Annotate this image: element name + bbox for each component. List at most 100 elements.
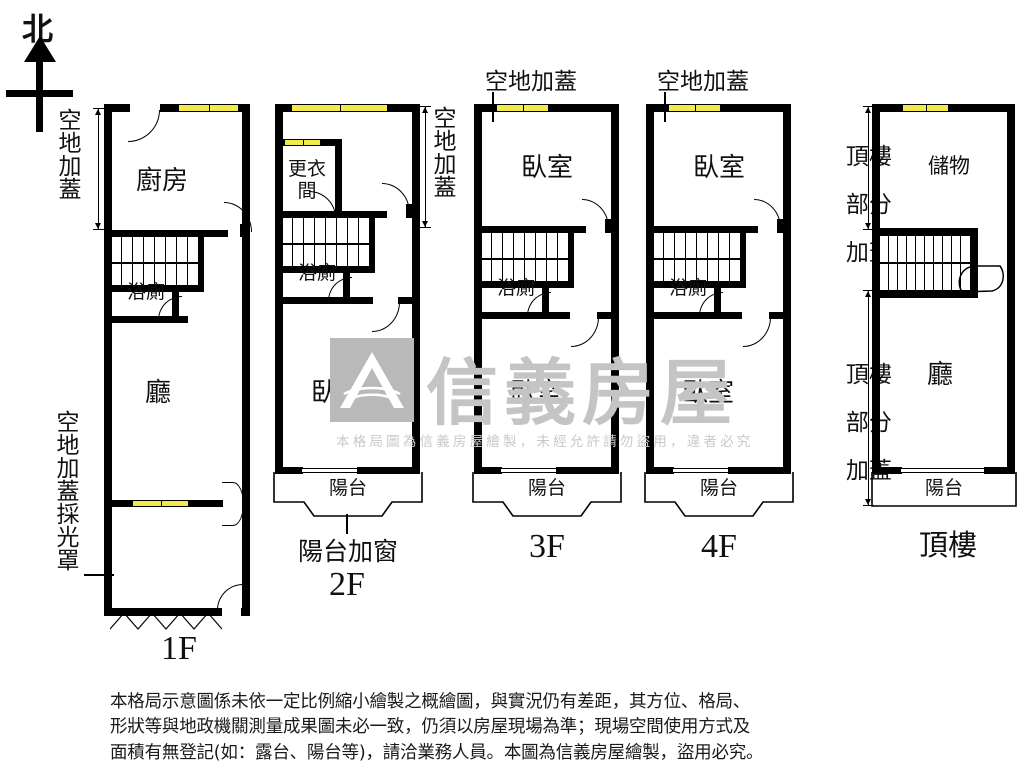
- room-label-living-1f: 廳: [144, 378, 171, 408]
- wall-3f-right: [611, 104, 619, 474]
- wall-roof-left: [872, 104, 880, 474]
- wall-1f-kitchen-bottom: [104, 230, 220, 237]
- wall-1f-living-divider-left: [104, 500, 134, 507]
- balcony-2f: [272, 472, 424, 518]
- balcony-roof: [870, 472, 1018, 508]
- annotation-line: 部分: [845, 191, 892, 218]
- wall-3f-hall-bottom: [558, 312, 570, 319]
- room-label-kitchen-1f: 廚房: [135, 166, 188, 196]
- wall-roof-top-right: [948, 104, 1015, 112]
- canopy-1f-skylight: [109, 612, 223, 630]
- floor-block-rooftop: 頂樓 部分 加蓋 頂樓 部分 加蓋: [802, 104, 1018, 562]
- floor-block-3f: 空地加蓋: [0, 0, 640, 600]
- room-label-bathroom-2f: 浴廁: [297, 262, 336, 284]
- wall-2f-bottom-left: [275, 467, 303, 474]
- room-label-line: 更衣: [287, 158, 326, 180]
- annotation-1f-vacant-cover: 空 地 加 蓋: [57, 110, 83, 202]
- room-label-bathroom-4f: 浴廁: [668, 277, 707, 299]
- annotation-3f-vacant-cover: 空地加蓋: [485, 69, 577, 95]
- room-label-bedroom-front-4f: 臥室: [692, 153, 745, 183]
- wall-1f-bath-bottom: [104, 316, 188, 323]
- annotation-char: 加: [56, 456, 80, 482]
- wall-2f-hall-bottom: [359, 297, 373, 304]
- room-label-line: 間: [297, 180, 317, 203]
- annotation-1f-skylight-cover: 空 地 加 蓋 採 光 罩: [55, 412, 81, 573]
- wall-roof-stairs-right: [970, 228, 978, 296]
- doorjamb-1f-entrance: [241, 608, 250, 616]
- wall-1f-top-left: [104, 104, 128, 112]
- floor-block-1f: 空 地 加 蓋 空 地 加 蓋 採 光 罩: [0, 0, 260, 680]
- wall-2f-hall-bottom2: [398, 297, 420, 304]
- annotation-line: 加蓋: [845, 457, 892, 484]
- annotation-char: 光: [56, 525, 80, 551]
- staircase-4f: [654, 233, 746, 285]
- wall-roof-top-left: [872, 104, 904, 112]
- room-label-bathroom-3f: 浴廁: [496, 277, 535, 299]
- floor-block-4f: 空地加蓋: [644, 69, 794, 565]
- floor-caption-3f: 3F: [529, 528, 565, 565]
- room-label-balcony-roof: 陽台: [924, 477, 963, 499]
- wall-4f-stairs-right: [740, 233, 746, 285]
- annotation-char: 蓋: [56, 479, 80, 505]
- dimension-roof-upper: [862, 106, 874, 230]
- annotation-char: 空: [58, 108, 82, 134]
- wall-2f-right: [412, 104, 420, 474]
- staircase-2f: [283, 218, 375, 270]
- room-label-storage-roof: 儲物: [928, 154, 970, 178]
- floor-caption-rooftop: 頂樓: [918, 528, 977, 562]
- wall-1f-stairs-right: [198, 237, 204, 289]
- wall-4f-stairs-top: [646, 226, 758, 233]
- north-arrow-icon: [6, 36, 88, 137]
- annotation-char: 蓋: [433, 175, 457, 201]
- room-label-bedroom-front-3f: 臥室: [520, 153, 573, 183]
- room-label-living-roof: 廳: [926, 360, 953, 390]
- wall-1f-top-right: [238, 104, 250, 112]
- room-label-bedroom-rear-3f: 臥室: [509, 378, 562, 408]
- wall-1f-bath-top: [104, 285, 204, 292]
- annotation-char: 罩: [56, 548, 80, 574]
- leader-1f-skylight: [84, 574, 114, 576]
- wall-3f-bottom-left: [474, 467, 502, 474]
- dimension-2f-vacant-cover: [419, 106, 431, 228]
- wall-3f-top-left: [474, 104, 498, 112]
- leader-2f-balcony-window: [346, 514, 348, 534]
- wall-4f-left: [646, 104, 654, 474]
- annotation-roof-partial-cover-lower: 頂樓 部分 加蓋: [802, 340, 892, 507]
- wall-1f-left: [104, 104, 112, 616]
- staircase-roof: [880, 236, 970, 290]
- wall-4f-bath-top: [646, 281, 746, 288]
- doorjamb-2f-hall: [406, 204, 414, 218]
- annotation-char: 加: [433, 152, 457, 178]
- annotation-char: 空: [56, 410, 80, 436]
- wall-3f-stairs-top: [474, 226, 586, 233]
- wall-2f-bath-top: [275, 266, 375, 273]
- wall-2f-top-right: [387, 104, 420, 112]
- staircase-3f: [482, 233, 574, 285]
- wall-2f-stairs-top: [275, 211, 387, 218]
- wall-4f-right: [783, 104, 791, 474]
- wall-4f-hall-bottom: [730, 312, 742, 319]
- wall-2f-bottom-right: [357, 467, 420, 474]
- wall-1f-bottom: [104, 608, 222, 616]
- wall-2f-left: [275, 104, 283, 474]
- room-label-balcony-4f: 陽台: [699, 477, 738, 499]
- wall-roof-right: [1007, 104, 1015, 474]
- doorjamb-4f-bedroom-front: [777, 219, 785, 233]
- doorjamb-1f-kitchen-side: [216, 230, 228, 237]
- room-label-bathroom-1f: 浴廁: [126, 281, 165, 303]
- wall-4f-bath-bottom: [646, 312, 730, 319]
- annotation-char: 地: [433, 129, 457, 155]
- wall-4f-bottom-right: [728, 467, 791, 474]
- annotation-char: 蓋: [58, 177, 82, 203]
- doorjamb-1f-kitchen-side2: [240, 224, 248, 237]
- wall-2f-bath-bottom: [275, 297, 359, 304]
- room-label-closet-2f: 更衣 間: [283, 158, 331, 202]
- annotation-char: 採: [56, 502, 80, 528]
- wall-4f-hall-bottom2: [769, 312, 791, 319]
- floor-caption-1f: 1F: [161, 630, 197, 667]
- wall-3f-bath-top: [474, 281, 574, 288]
- wall-3f-top-right: [548, 104, 619, 112]
- wall-3f-bath-bottom: [474, 312, 558, 319]
- disclaimer-text: 本格局示意圖係未依一定比例縮小繪製之概繪圖，與實況仍有差距，其方位、格局、 形狀…: [110, 692, 764, 763]
